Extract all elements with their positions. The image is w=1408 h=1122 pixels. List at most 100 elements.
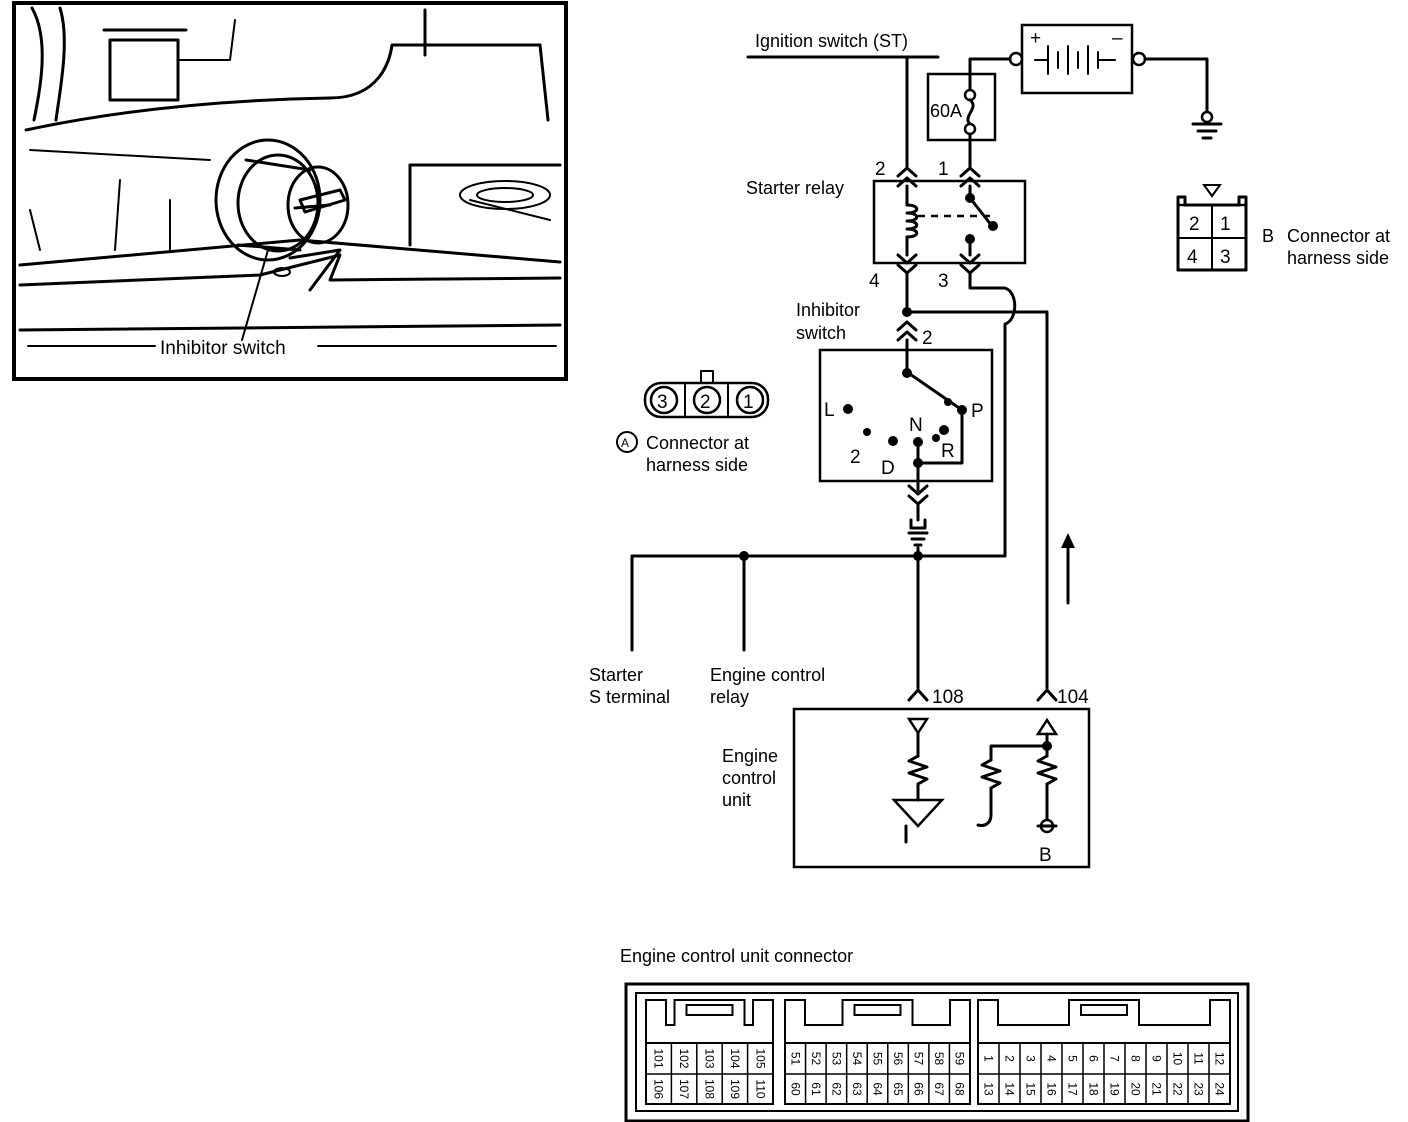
ecu-pin-label: 8 — [1129, 1055, 1143, 1062]
connector-b-pin-3: 3 — [1220, 247, 1231, 268]
ecu-pin-label: 59 — [953, 1052, 967, 1066]
connector-b-pin-1: 1 — [1220, 214, 1231, 235]
ecu-pin-label: 61 — [809, 1082, 823, 1096]
ecu-pin-label: 24 — [1213, 1082, 1227, 1096]
ecu-pin-label: 57 — [912, 1052, 926, 1066]
ecu-pin-label: 110 — [753, 1079, 767, 1098]
ecu-pin-label: 58 — [932, 1052, 946, 1066]
supply-section: Ignition switch (ST) + – 60A — [746, 23, 1223, 170]
ecu-pin-label: 53 — [829, 1052, 843, 1066]
connector-a-pin-3: 3 — [657, 392, 668, 413]
connector-b-pin-2: 2 — [1189, 214, 1200, 235]
ecu-pin-label: 6 — [1087, 1055, 1101, 1062]
relay-pin-2: 2 — [875, 159, 886, 180]
ecu-pin-label: 18 — [1087, 1082, 1101, 1096]
connector-a-pin-1: 1 — [743, 392, 754, 413]
ecu-pin-label: 7 — [1108, 1055, 1122, 1062]
inhibitor-ground-icon — [907, 518, 929, 547]
fuse-label: 60A — [930, 101, 962, 121]
ecu-pin-label: 21 — [1150, 1082, 1164, 1096]
ecu-pin-label: 15 — [1024, 1082, 1038, 1096]
ecu-pin-label: 2 — [1003, 1055, 1017, 1062]
ecu-pin-label: 51 — [788, 1052, 802, 1066]
ecu-label-line2: control — [722, 768, 776, 788]
ecr-label-line1: Engine control — [710, 665, 825, 685]
ecu-pin-label: 52 — [809, 1052, 823, 1066]
ecu-pin-label: 3 — [1024, 1055, 1038, 1062]
ecu-pin-label: 66 — [912, 1082, 926, 1096]
connector-a-label-line1: Connector at — [646, 433, 749, 453]
signal-arrow-icon — [1061, 533, 1075, 605]
ecu-pin-label: 108 — [703, 1079, 717, 1099]
ecu-pin-label: 104 — [728, 1048, 742, 1068]
ecu-b-label: B — [1039, 845, 1052, 866]
ecu-pin-label: 55 — [871, 1052, 885, 1066]
battery-plus-label: + — [1030, 28, 1041, 49]
ecu-pin-label: 56 — [891, 1052, 905, 1066]
connector-b-label-line1: Connector at — [1287, 226, 1390, 246]
starter-relay: Starter relay 2 1 4 3 — [630, 159, 1049, 690]
ecu-pin-108: 108 — [932, 687, 964, 708]
ecu-label-line1: Engine — [722, 746, 778, 766]
ecu-pin-label: 22 — [1171, 1082, 1185, 1096]
connector-a-letter: A — [621, 436, 629, 450]
inhibitor-switch-label: Inhibitor switch — [160, 338, 286, 359]
ecu-pin-label: 67 — [932, 1082, 946, 1096]
ecu-label-line3: unit — [722, 790, 751, 810]
ecu-pin-label: 65 — [891, 1082, 905, 1096]
position-n: N — [909, 415, 923, 436]
ecu-pin-label: 23 — [1192, 1082, 1206, 1096]
connector-b-pin-4: 4 — [1187, 247, 1198, 268]
position-d: D — [881, 458, 895, 479]
connector-b: 2 1 4 3 B Connector at harness side — [1176, 184, 1390, 272]
ecu-pin-label: 11 — [1192, 1052, 1206, 1065]
connector-b-letter: B — [1262, 226, 1274, 246]
ecu-pin-label: 20 — [1129, 1082, 1143, 1096]
position-2: 2 — [850, 447, 861, 468]
ecu-pin-label: 106 — [652, 1079, 666, 1099]
ecu-pin-label: 68 — [953, 1082, 967, 1096]
ecu-pin-label: 17 — [1066, 1082, 1080, 1096]
relay-pin-3: 3 — [938, 271, 949, 292]
position-r: R — [941, 441, 955, 462]
ecu-pin-label: 64 — [871, 1082, 885, 1096]
ecu-pin-label: 5 — [1066, 1055, 1080, 1062]
relay-pin-4: 4 — [869, 271, 880, 292]
ecu-connector-title: Engine control unit connector — [620, 946, 853, 966]
ecu-pin-label: 12 — [1213, 1052, 1227, 1066]
ecu-pin-104: 104 — [1057, 687, 1089, 708]
ecr-label-line2: relay — [710, 687, 749, 707]
ecu-pin-label: 109 — [728, 1079, 742, 1099]
ecu-pin-label: 10 — [1171, 1052, 1185, 1066]
inhibitor-switch-schematic: Inhibitor switch 2 L N P 2 D R — [796, 300, 994, 690]
connector-b-label-line2: harness side — [1287, 248, 1389, 268]
ecu-pin-label: 63 — [850, 1082, 864, 1096]
battery-minus-label: – — [1112, 28, 1123, 49]
starter-label-line2: S terminal — [589, 687, 670, 707]
ignition-switch-label: Ignition switch (ST) — [755, 31, 908, 51]
ecu-pin-label: 19 — [1108, 1082, 1122, 1096]
ecu-pin-label: 9 — [1150, 1055, 1164, 1062]
ecu-pin-label: 14 — [1003, 1082, 1017, 1096]
engine-control-unit: 108 104 Engine control unit B — [722, 687, 1091, 869]
inhibitor-label-line2: switch — [796, 323, 846, 343]
fuse-60a — [926, 72, 997, 142]
ecu-pin-label: 1 — [982, 1055, 996, 1062]
ecu-pin-label: 4 — [1045, 1055, 1059, 1062]
ecu-pin-label: 101 — [652, 1048, 666, 1068]
ecu-pin-label: 16 — [1045, 1082, 1059, 1096]
inhibitor-pin-2: 2 — [922, 328, 933, 349]
connector-a-label-line2: harness side — [646, 455, 748, 475]
starter-relay-label: Starter relay — [746, 178, 844, 198]
ecu-pin-label: 60 — [788, 1082, 802, 1096]
ecu-pin-label: 62 — [829, 1082, 843, 1096]
ecu-pin-label: 102 — [677, 1048, 691, 1068]
position-l: L — [824, 400, 835, 421]
relay-pin-1: 1 — [938, 159, 949, 180]
connector-a: 3 2 1 A Connector at harness side — [616, 370, 770, 475]
starter-label-line1: Starter — [589, 665, 643, 685]
ecu-pin-label: 13 — [982, 1082, 996, 1096]
